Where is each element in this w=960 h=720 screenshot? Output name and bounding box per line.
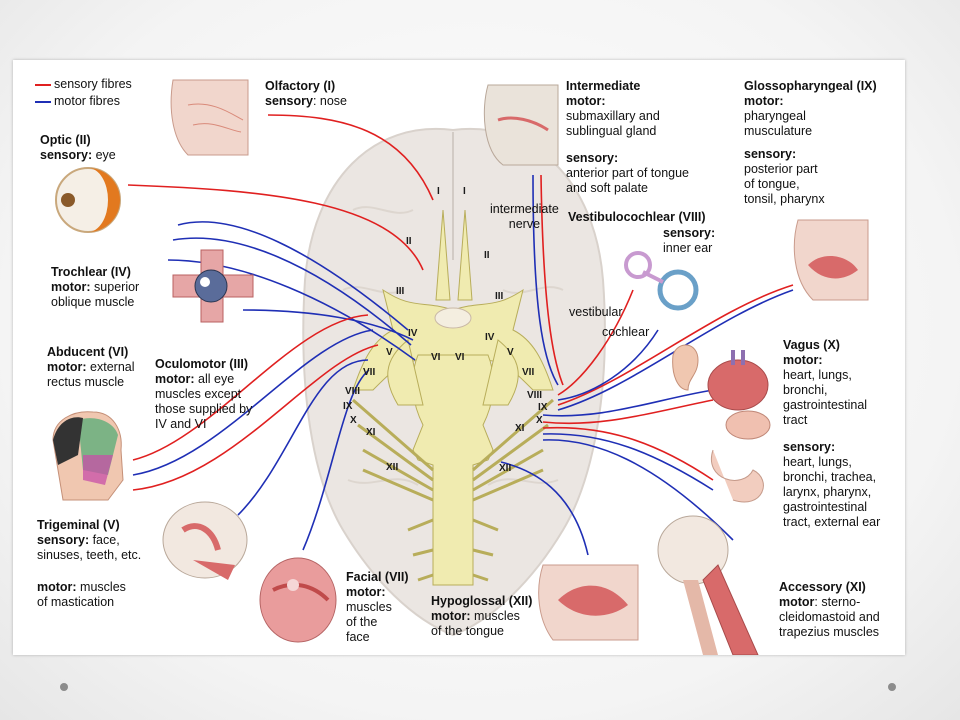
label-vestibulocochlear-sensory: sensory: inner ear (663, 226, 716, 255)
numeral-I-left: I (437, 186, 440, 197)
legend-motor-label: motor fibres (54, 94, 120, 108)
numeral-VII-right: VII (522, 367, 535, 378)
label-oculomotor: Oculomotor (III) motor: all eye muscles … (155, 357, 253, 431)
label-hypoglossal: Hypoglossal (XII) motor: muscles of the … (431, 594, 533, 638)
numeral-VI-right: VI (455, 352, 465, 363)
label-trigeminal-motor: motor: muscles of mastication (37, 580, 126, 609)
eye-icon (55, 167, 121, 233)
numeral-IV-right: IV (485, 332, 495, 343)
numeral-IV-left: IV (408, 328, 418, 339)
legend-sensory-swatch (35, 84, 51, 86)
label-olfactory: Olfactory (I) sensory: nose (265, 79, 348, 108)
numeral-XII-right: XII (499, 463, 512, 474)
numeral-VII-left: VII (363, 367, 376, 378)
skull-jaw-icon (162, 501, 248, 580)
label-vestibulocochlear: Vestibulocochlear (VIII) (568, 210, 706, 224)
inner-ear-icon (624, 251, 699, 311)
label-intermediate-nerve: intermediate nerve (490, 202, 559, 231)
numeral-III-left: III (396, 286, 405, 297)
label-vagus: Vagus (X) motor: heart, lungs, bronchi, … (783, 338, 868, 427)
throat-section-icon (793, 219, 869, 301)
numeral-IX-left: IX (343, 401, 353, 412)
label-vestibular: vestibular (569, 305, 623, 319)
label-abducent: Abducent (VI) motor: external rectus mus… (47, 345, 135, 389)
label-cochlear: cochlear (602, 325, 650, 339)
cranial-nerves-diagram (52, 79, 869, 655)
brainstem-icon (352, 209, 554, 586)
slide-frame: sensory fibres motor fibres Olfactory (I… (13, 60, 905, 655)
skull-profile-icon (483, 84, 559, 166)
numeral-X-right: X (536, 415, 543, 426)
slide-dot-left (60, 683, 68, 691)
numeral-IX-right: IX (538, 402, 548, 413)
numeral-VIII-right: VIII (527, 390, 543, 401)
numeral-V-left: V (386, 347, 393, 358)
numeral-III-right: III (495, 291, 504, 302)
label-intermediate-sensory: sensory: anterior part of tongue and sof… (566, 151, 689, 195)
face-muscles-icon (259, 557, 337, 643)
label-vagus-sensory: sensory: heart, lungs, bronchi, trachea,… (783, 440, 881, 529)
numeral-XI-left: XI (366, 427, 376, 438)
numeral-V-right: V (507, 347, 514, 358)
numeral-VI-left: VI (431, 352, 441, 363)
nerve-fibres (127, 114, 794, 556)
label-trigeminal: Trigeminal (V) sensory: face, sinuses, t… (37, 518, 142, 562)
numeral-VIII-left: VIII (345, 386, 361, 397)
legend-sensory-label: sensory fibres (54, 77, 132, 91)
label-trochlear: Trochlear (IV) motor: superior oblique m… (51, 265, 140, 309)
neck-muscles-icon (657, 515, 759, 655)
legend-motor-swatch (35, 101, 51, 103)
label-glossopharyngeal: Glossopharyngeal (IX) motor: pharyngeal … (744, 79, 877, 138)
numeral-II-right: II (484, 250, 490, 261)
viscera-icon (707, 350, 771, 503)
label-optic: Optic (II) sensory: eye (40, 133, 116, 162)
tongue-section-icon (538, 564, 639, 641)
nose-section-icon (170, 79, 249, 156)
label-facial: Facial (VII) motor: muscles of the face (346, 570, 409, 644)
numeral-I-right: I (463, 186, 466, 197)
eye-muscles-icon (172, 249, 254, 323)
label-accessory: Accessory (XI) motor: sterno- cleidomast… (779, 580, 880, 639)
label-glossopharyngeal-sensory: sensory: posterior part of tongue, tonsi… (744, 147, 825, 206)
numeral-XII-left: XII (386, 462, 399, 473)
head-dermatome-icon (52, 411, 124, 501)
ear-icon (672, 344, 699, 391)
numeral-II-left: II (406, 236, 412, 247)
label-intermediate: Intermediate motor: submaxillary and sub… (566, 79, 660, 138)
numeral-X-left: X (350, 415, 357, 426)
slide-dot-right (888, 683, 896, 691)
numeral-XI-right: XI (515, 423, 525, 434)
